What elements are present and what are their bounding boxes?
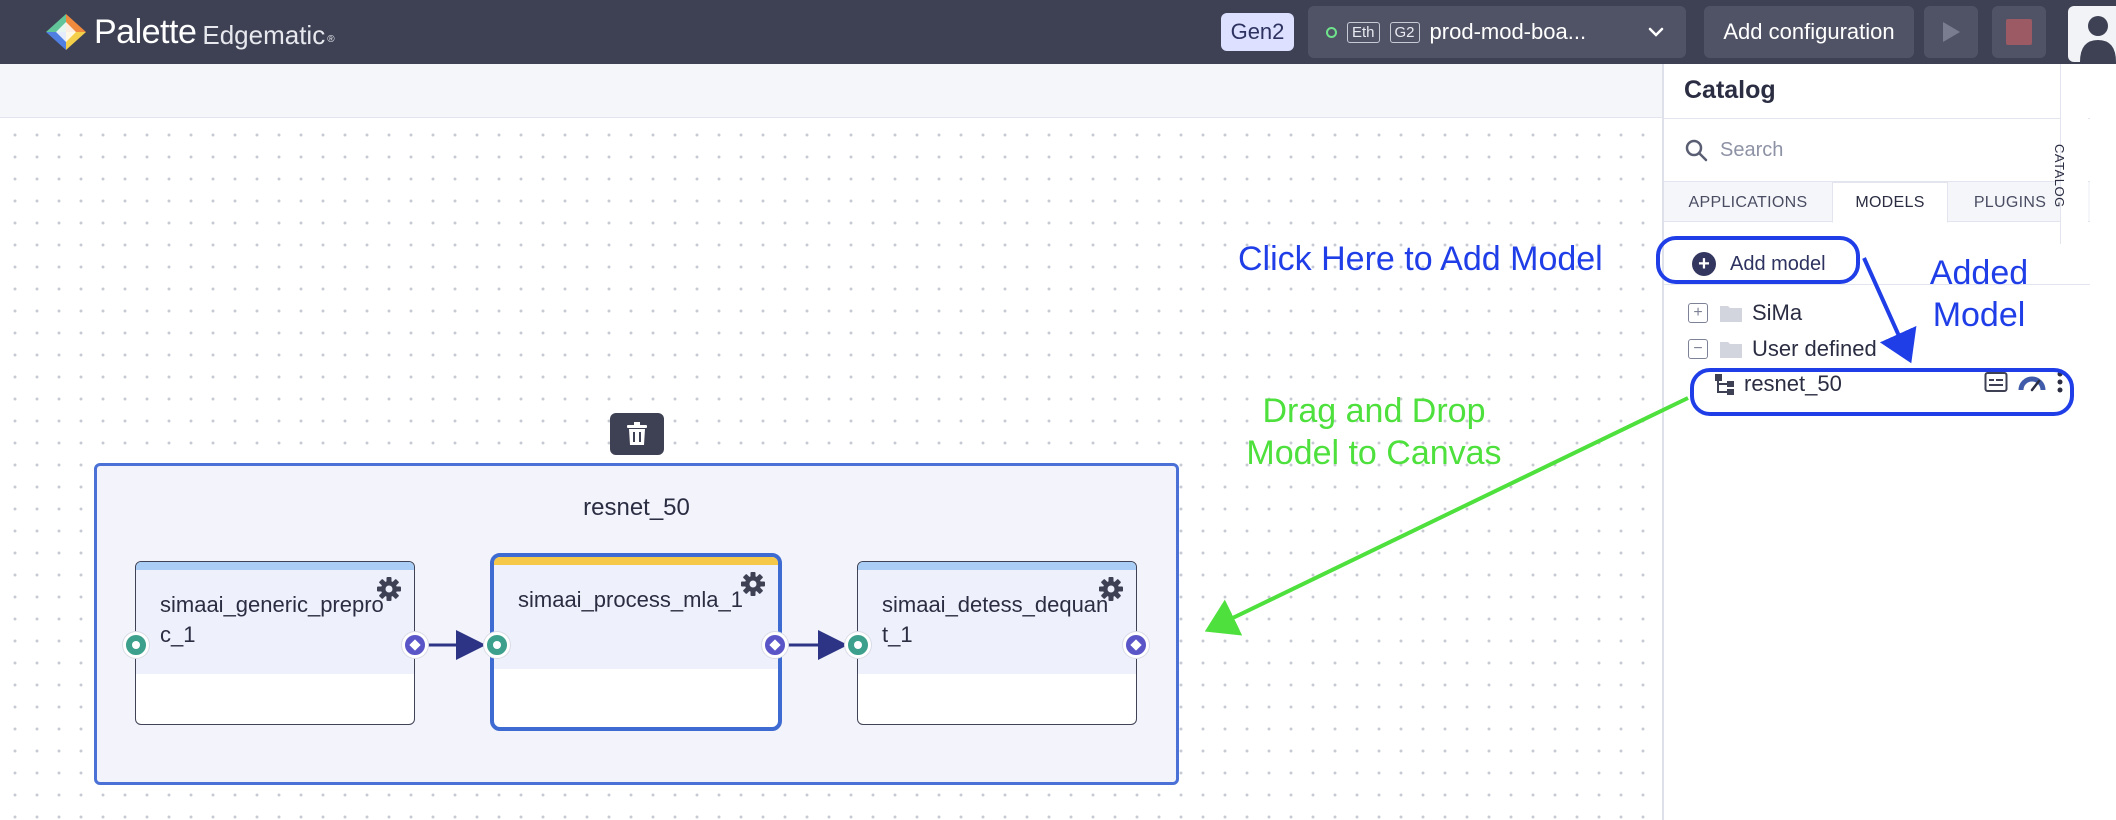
annotation-drag-drop: Drag and Drop Model to Canvas	[1236, 390, 1512, 474]
catalog-title: Catalog	[1684, 76, 1776, 104]
model-item-label: resnet_50	[1744, 371, 1842, 396]
gear-icon[interactable]	[740, 571, 766, 597]
gear-icon[interactable]	[1098, 576, 1124, 602]
catalog-tabs: APPLICATIONS MODELS PLUGINS	[1664, 182, 2090, 223]
model-tree-icon	[1715, 374, 1734, 395]
tree-folder-sima[interactable]: + SiMa	[1688, 300, 1802, 326]
tab-models[interactable]: MODELS	[1832, 182, 1948, 223]
brand-name: Palette	[94, 12, 197, 51]
gen-badge: Gen2	[1221, 13, 1294, 51]
tab-plugins[interactable]: PLUGINS	[1973, 193, 2047, 211]
user-icon	[2080, 16, 2116, 62]
add-configuration-button[interactable]: Add configuration	[1704, 6, 1914, 58]
folder-icon	[1720, 342, 1742, 358]
input-port[interactable]	[123, 632, 149, 658]
node-label: simaai_process_mla_1	[494, 565, 778, 669]
folder-icon	[1720, 306, 1742, 322]
brand-subtitle: Edgematic	[202, 19, 326, 50]
catalog-panel: Catalog APPLICATIONS MODELS PLUGINS + Ad…	[1662, 64, 2090, 820]
annotation-line: Drag and Drop	[1262, 392, 1486, 430]
run-button[interactable]	[1924, 6, 1978, 58]
brand-trademark: ®	[327, 33, 335, 45]
logo[interactable]: Palette Edgematic ®	[44, 12, 335, 52]
catalog-search	[1664, 118, 2090, 182]
tab-applications[interactable]: APPLICATIONS	[1688, 193, 1808, 211]
stop-button[interactable]	[1992, 6, 2046, 58]
user-avatar[interactable]	[2068, 6, 2116, 62]
trash-icon	[627, 422, 647, 445]
chevron-down-icon	[1648, 27, 1664, 37]
more-vertical-icon[interactable]	[2056, 370, 2064, 394]
annotation-line: Model	[1932, 296, 2026, 334]
top-bar: Palette Edgematic ® Gen2 Eth G2 prod-mod…	[0, 0, 2116, 64]
group-title: resnet_50	[583, 494, 690, 521]
device-selector[interactable]: Eth G2 prod-mod-boa...	[1308, 6, 1686, 58]
collapse-icon[interactable]: −	[1688, 339, 1708, 359]
output-port[interactable]	[402, 632, 428, 658]
pipeline-node-selected[interactable]: simaai_process_mla_1	[490, 553, 782, 731]
expand-icon[interactable]: +	[1688, 303, 1708, 323]
device-name: prod-mod-boa...	[1429, 19, 1587, 44]
palette-logo-icon	[46, 14, 86, 50]
annotation-line: Model to Canvas	[1246, 434, 1502, 472]
input-port[interactable]	[845, 632, 871, 658]
output-port[interactable]	[762, 632, 788, 658]
tree-folder-label: SiMa	[1752, 300, 1803, 325]
add-model-label: Add model	[1730, 252, 1826, 275]
model-actions	[1984, 370, 2064, 394]
node-header-bar	[494, 557, 778, 565]
annotation-click-here: Click Here to Add Model	[1238, 240, 1603, 278]
node-label: simaai_detess_dequant_1	[858, 570, 1136, 674]
canvas-toolbar	[0, 64, 1662, 118]
side-tab-label: CATALOG	[2052, 144, 2067, 208]
output-port[interactable]	[1123, 632, 1149, 658]
model-item-resnet50[interactable]: resnet_50	[1714, 366, 2068, 402]
details-icon[interactable]	[1984, 371, 2008, 393]
search-input[interactable]	[1720, 138, 2020, 162]
play-icon	[1943, 22, 1960, 42]
node-header-bar	[858, 562, 1136, 570]
performance-gauge-icon[interactable]	[2018, 372, 2046, 392]
tree-folder-user-defined[interactable]: − User defined	[1688, 336, 1877, 362]
gen-tag: G2	[1389, 21, 1420, 43]
pipeline-node[interactable]: simaai_generic_preproc_1	[135, 561, 415, 725]
add-model-button[interactable]: + Add model	[1692, 244, 1854, 284]
node-label: simaai_generic_preproc_1	[136, 570, 414, 674]
gear-icon[interactable]	[376, 576, 402, 602]
pipeline-node[interactable]: simaai_detess_dequant_1	[857, 561, 1137, 725]
search-icon	[1685, 139, 1708, 162]
stop-icon	[2006, 19, 2032, 45]
ethernet-tag: Eth	[1347, 21, 1380, 43]
annotation-added-model: Added Model	[1924, 252, 2034, 336]
catalog-side-tab[interactable]: CATALOG	[2052, 64, 2088, 244]
input-port[interactable]	[484, 632, 510, 658]
device-status-icon	[1326, 26, 1337, 38]
annotation-line: Added	[1929, 254, 2029, 292]
node-header-bar	[136, 562, 414, 570]
plus-circle-icon: +	[1692, 252, 1716, 276]
tree-folder-label: User defined	[1752, 336, 1877, 361]
delete-group-button[interactable]	[610, 413, 664, 455]
